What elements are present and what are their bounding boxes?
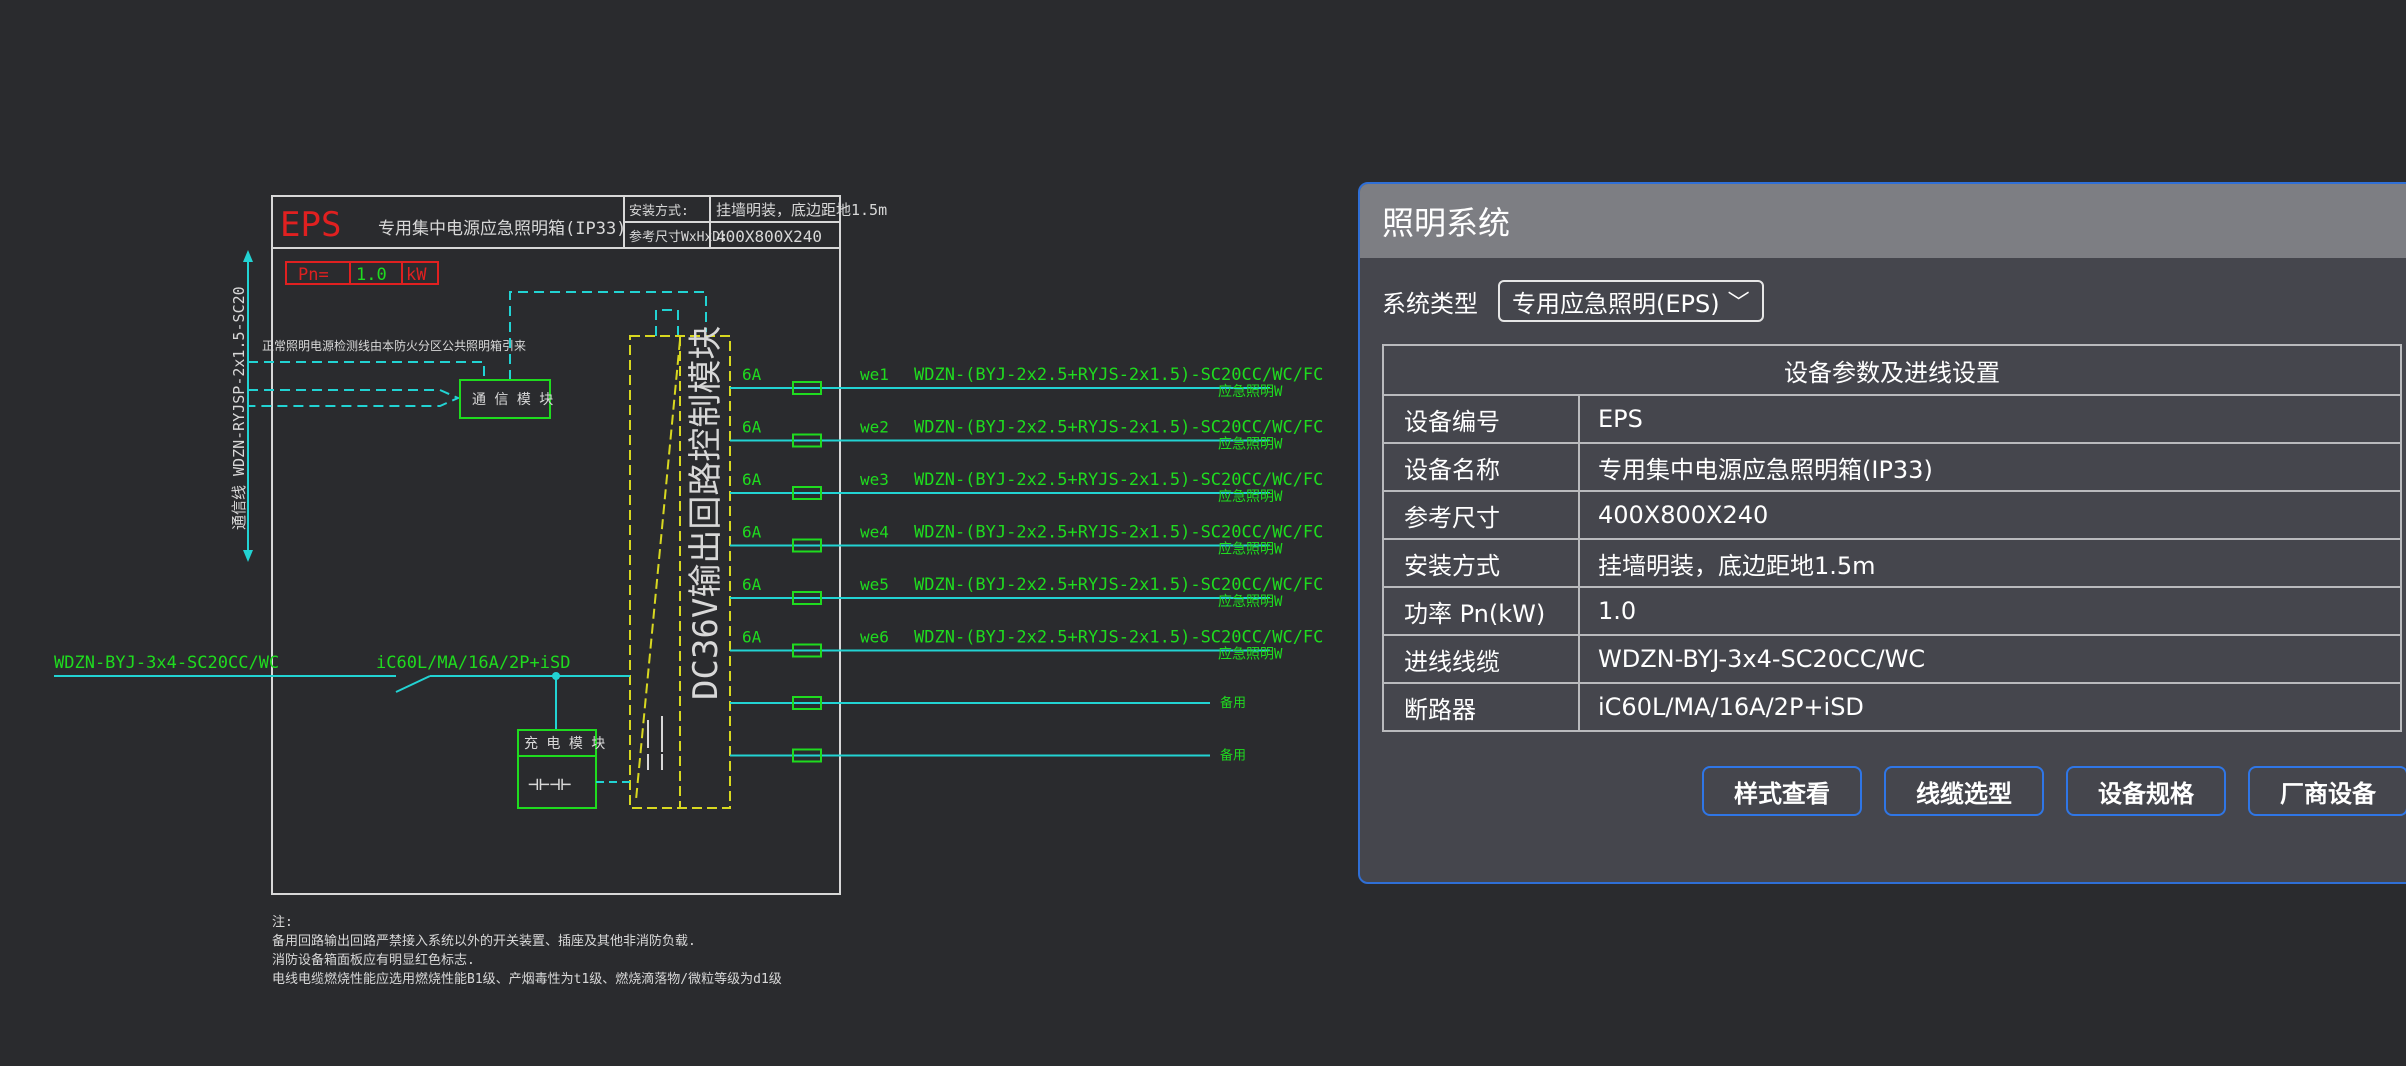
vendor-device-button[interactable]: 厂商设备 xyxy=(2248,766,2406,816)
circuit-rating: 6A xyxy=(742,365,762,384)
spare-breaker-symbol xyxy=(792,748,822,763)
pn-value: 1.0 xyxy=(356,265,387,285)
charge-module-box xyxy=(517,729,597,809)
circuit-cable: WDZN-(BYJ-2x2.5+RYJS-2x1.5)-SC20CC/WC/FC xyxy=(914,575,1323,595)
install-value: 挂墙明装，底边距地1.5m xyxy=(716,201,887,219)
charge-module-label: 充 电 模 块 xyxy=(524,736,605,752)
circuit-breaker-symbol xyxy=(792,538,822,553)
row-key: 进线线缆 xyxy=(1382,634,1580,684)
circuit-id: we5 xyxy=(860,575,889,594)
row-key: 设备名称 xyxy=(1382,442,1580,492)
row-value[interactable]: 400X800X240 xyxy=(1578,490,2402,540)
pn-unit: kW xyxy=(406,265,427,285)
row-key: 设备编号 xyxy=(1382,394,1580,444)
circuit-rating: 6A xyxy=(742,628,762,647)
circuit-cable: WDZN-(BYJ-2x2.5+RYJS-2x1.5)-SC20CC/WC/FC xyxy=(914,365,1323,385)
system-type-value: 专用应急照明(EPS) xyxy=(1512,289,1720,318)
row-key: 参考尺寸 xyxy=(1382,490,1580,540)
size-value: 400X800X240 xyxy=(716,227,822,246)
params-table-title: 设备参数及进线设置 xyxy=(1382,344,2402,396)
row-value[interactable]: 挂墙明装，底边距地1.5m xyxy=(1578,538,2402,588)
circuit-load: 应急照明W xyxy=(1218,436,1283,453)
control-module-label: DC36V输出回路控制模块 xyxy=(686,326,726,700)
circuit-breaker-symbol xyxy=(792,433,822,448)
circuit-id: we4 xyxy=(860,523,889,542)
note-line: 电线电缆燃烧性能应选用燃烧性能B1级、产烟毒性为t1级、燃烧滴落物/微粒等级为d… xyxy=(272,971,782,987)
note-line: 注: xyxy=(272,915,293,930)
row-value[interactable]: WDZN-BYJ-3x4-SC20CC/WC xyxy=(1578,634,2402,684)
table-row: 设备名称专用集中电源应急照明箱(IP33) xyxy=(1382,442,2402,492)
pn-label: Pn= xyxy=(298,265,329,285)
circuit-cable: WDZN-(BYJ-2x2.5+RYJS-2x1.5)-SC20CC/WC/FC xyxy=(914,523,1323,543)
circuit-load: 应急照明W xyxy=(1218,383,1283,400)
battery-icon: ⊣⊢⊣⊢ xyxy=(528,774,572,795)
circuit-id: we2 xyxy=(860,418,889,437)
normal-lighting-note: 正常照明电源检测线由本防火分区公共照明箱引来 xyxy=(262,338,526,353)
row-value[interactable]: EPS xyxy=(1578,394,2402,444)
circuit-id: we1 xyxy=(860,365,889,384)
note-line: 备用回路输出回路严禁接入系统以外的开关装置、插座及其他非消防负载. xyxy=(272,933,696,949)
row-key: 安装方式 xyxy=(1382,538,1580,588)
comm-module-box xyxy=(459,379,551,419)
pn-box xyxy=(285,261,439,285)
row-value[interactable]: 1.0 xyxy=(1578,586,2402,636)
circuit-breaker-symbol xyxy=(792,643,822,658)
dialog-title[interactable]: 照明系统 xyxy=(1360,184,2406,258)
system-type-label: 系统类型 xyxy=(1382,289,1478,318)
breaker-label: iC60L/MA/16A/2P+iSD xyxy=(376,653,570,673)
circuit-load: 应急照明W xyxy=(1218,646,1283,663)
circuit-id: we6 xyxy=(860,628,889,647)
row-key: 功率 Pn(kW) xyxy=(1382,586,1580,636)
chevron-down-icon: ﹀ xyxy=(1727,291,1750,316)
circuit-rating: 6A xyxy=(742,470,762,489)
left-cable-label: 通信线 WDZN-RYJSP-2x1.5-SC20 xyxy=(230,286,248,530)
circuit-cable: WDZN-(BYJ-2x2.5+RYJS-2x1.5)-SC20CC/WC/FC xyxy=(914,470,1323,490)
spare-breaker-symbol xyxy=(792,696,822,710)
row-key: 断路器 xyxy=(1382,682,1580,732)
circuit-cable: WDZN-(BYJ-2x2.5+RYJS-2x1.5)-SC20CC/WC/FC xyxy=(914,628,1323,648)
style-view-button[interactable]: 样式查看 xyxy=(1702,766,1862,816)
circuit-breaker-symbol xyxy=(792,381,822,395)
table-row: 功率 Pn(kW)1.0 xyxy=(1382,586,2402,636)
circuit-rating: 6A xyxy=(742,418,762,437)
box-title: 专用集中电源应急照明箱(IP33) xyxy=(378,219,626,239)
circuit-load: 应急照明W xyxy=(1218,593,1283,610)
circuit-breaker-symbol xyxy=(792,591,822,605)
cable-select-button[interactable]: 线缆选型 xyxy=(1884,766,2044,816)
row-value[interactable]: 专用集中电源应急照明箱(IP33) xyxy=(1578,442,2402,492)
spare-label: 备用 xyxy=(1220,695,1246,711)
circuit-rating: 6A xyxy=(742,575,762,594)
circuit-rating: 6A xyxy=(742,523,762,542)
drawing-notes: 注: 备用回路输出回路严禁接入系统以外的开关装置、插座及其他非消防负载. 消防设备箱… xyxy=(272,915,782,987)
comm-module-label: 通 信 模 块 xyxy=(472,392,553,408)
device-spec-button[interactable]: 设备规格 xyxy=(2066,766,2226,816)
incoming-cable-label: WDZN-BYJ-3x4-SC20CC/WC xyxy=(54,653,279,673)
system-type-row: 系统类型 专用应急照明(EPS) ﹀ xyxy=(1382,280,1764,322)
dialog-button-row: 样式查看 线缆选型 设备规格 厂商设备 xyxy=(1702,766,2406,816)
eps-label: EPS xyxy=(280,205,341,245)
install-label: 安装方式: xyxy=(629,203,689,219)
circuit-load: 应急照明W xyxy=(1218,541,1283,558)
row-value[interactable]: iC60L/MA/16A/2P+iSD xyxy=(1578,682,2402,732)
system-type-select[interactable]: 专用应急照明(EPS) ﹀ xyxy=(1498,280,1764,322)
circuit-id: we3 xyxy=(860,470,889,489)
note-line: 消防设备箱面板应有明显红色标志. xyxy=(272,952,475,968)
circuit-breaker-symbol xyxy=(792,486,822,500)
circuit-cable: WDZN-(BYJ-2x2.5+RYJS-2x1.5)-SC20CC/WC/FC xyxy=(914,418,1323,438)
spare-label: 备用 xyxy=(1220,748,1246,764)
circuit-load: 应急照明W xyxy=(1218,488,1283,505)
size-label: 参考尺寸WxHxD: xyxy=(629,229,728,245)
table-row: 安装方式挂墙明装，底边距地1.5m xyxy=(1382,538,2402,588)
